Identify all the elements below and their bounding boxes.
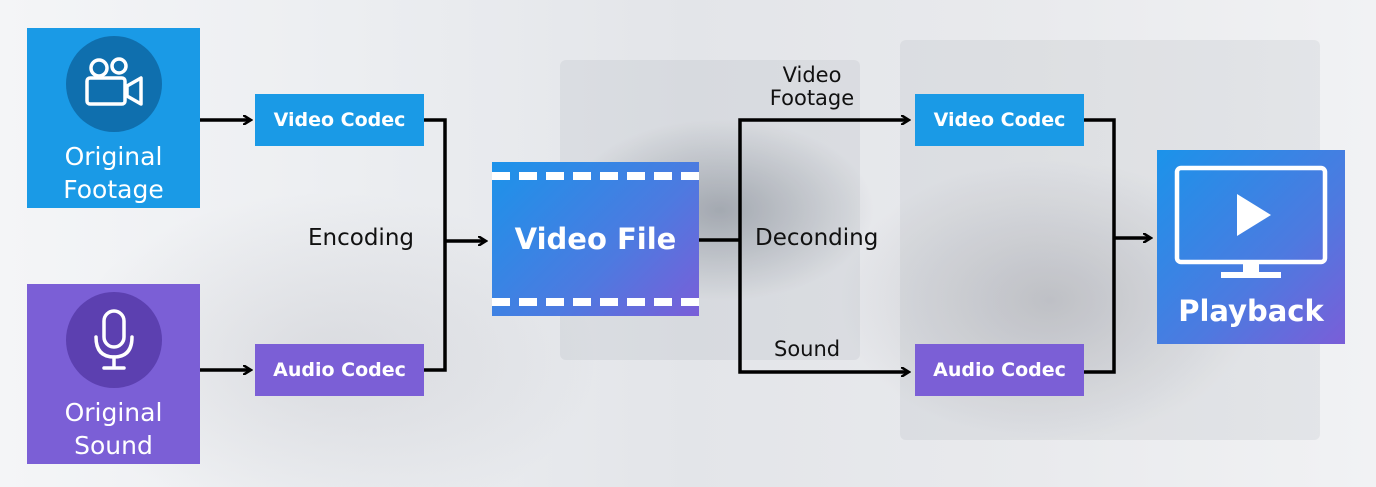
encode-audio-codec-box: Audio Codec <box>255 344 424 396</box>
encode-video-codec-box: Video Codec <box>255 94 424 146</box>
encode-video-codec-label: Video Codec <box>273 109 406 131</box>
decode-video-codec-label: Video Codec <box>933 109 1066 131</box>
playback-title: Playback <box>1178 294 1324 328</box>
video-file-title: Video File <box>514 222 677 256</box>
encode-audio-codec-label: Audio Codec <box>273 359 406 381</box>
decode-audio-codec-box: Audio Codec <box>915 344 1084 396</box>
original-footage-label-line2: Footage <box>63 175 164 204</box>
video-footage-branch-line1: Video <box>782 63 842 87</box>
line-encode-merge <box>424 118 447 372</box>
video-footage-branch-line2: Footage <box>769 86 855 110</box>
original-sound-label: Original Sound <box>65 396 163 462</box>
original-footage-label: Original Footage <box>63 140 163 206</box>
original-footage-box: Original Footage <box>27 28 200 208</box>
encoding-label: Encoding <box>308 225 414 251</box>
decode-audio-codec-label: Audio Codec <box>933 359 1066 381</box>
microphone-icon <box>65 292 162 388</box>
original-sound-box: Original Sound <box>27 284 200 464</box>
video-footage-branch-label: Video Footage <box>757 64 867 110</box>
original-footage-label-line1: Original <box>64 142 163 171</box>
arrow-split-to-video-codec <box>738 120 908 240</box>
sound-branch-label: Sound <box>774 337 841 361</box>
original-sound-label-line2: Sound <box>74 431 153 460</box>
playback-box: Playback <box>1157 150 1345 344</box>
video-file-box: Video File <box>492 162 699 316</box>
arrow-split-to-audio-codec <box>738 240 908 372</box>
line-decode-merge <box>1084 118 1116 374</box>
decoding-label: Deconding <box>755 225 879 251</box>
decode-video-codec-box: Video Codec <box>915 94 1084 146</box>
original-sound-label-line1: Original <box>64 398 163 427</box>
film-perforations-bottom <box>492 298 699 306</box>
monitor-play-icon <box>1171 164 1331 288</box>
film-perforations-top <box>492 172 699 180</box>
video-camera-icon <box>65 36 162 132</box>
